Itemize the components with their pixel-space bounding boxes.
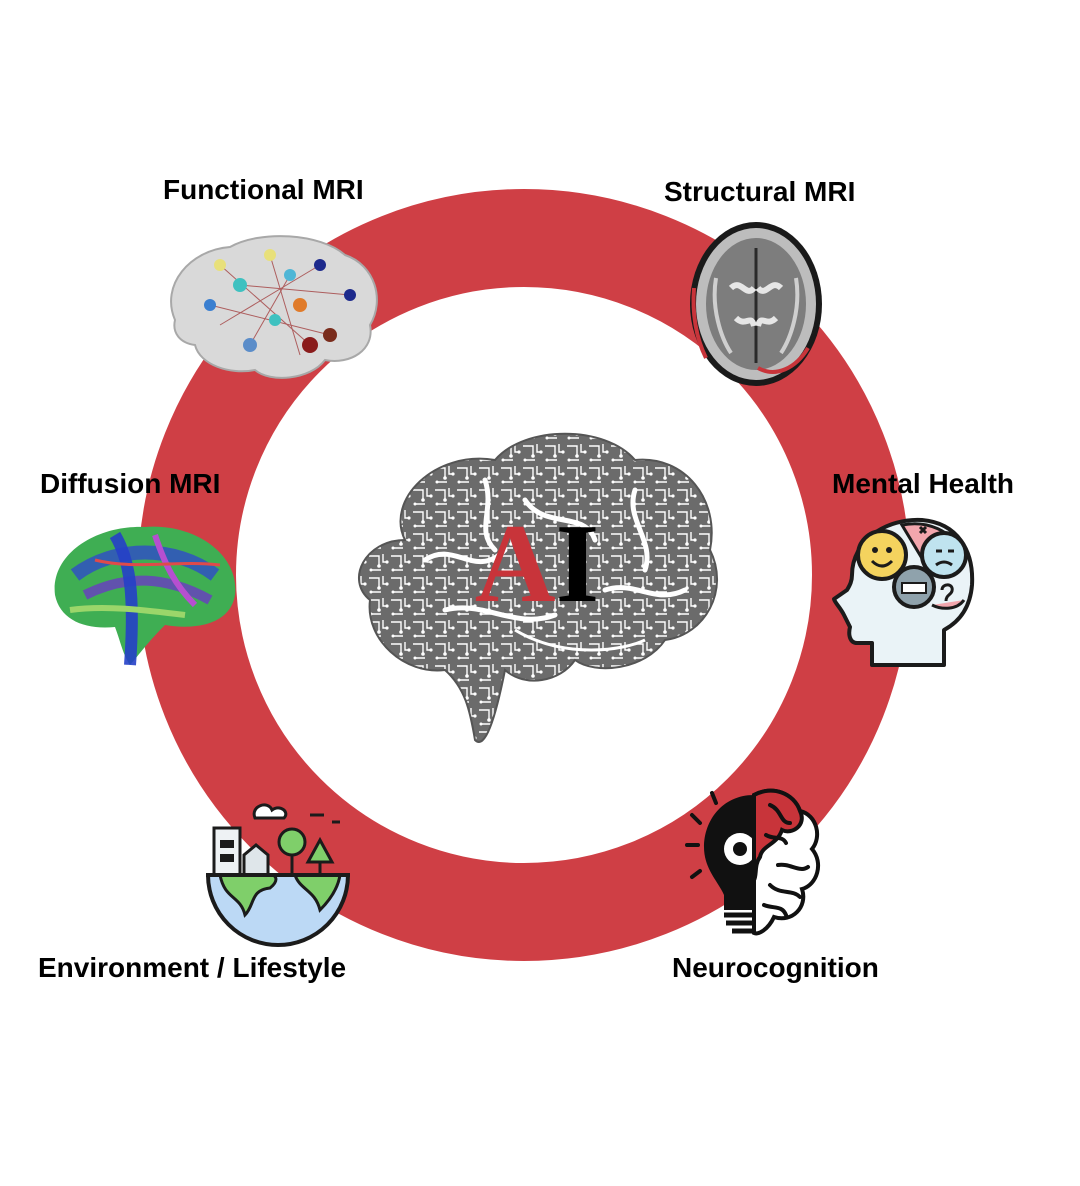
brain-axial-scan-icon [690,222,822,386]
functional-mri-label: Functional MRI [163,174,364,205]
ai-letter-i: I [555,502,600,626]
circuit-brain-icon [358,432,719,743]
environment-lifestyle-label: Environment / Lifestyle [38,952,347,983]
brain-network-icon [170,235,378,379]
structural-mri-label: Structural MRI [664,176,856,207]
eco-globe-icon [205,803,351,947]
diffusion-mri-label: Diffusion MRI [40,468,221,499]
tractography-icon [54,526,236,666]
mood-head-icon [832,517,975,667]
ai-letter-a: A [474,502,556,626]
brain-bulb-icon [685,788,821,936]
mental-health-label: Mental Health [832,468,1015,499]
ai-wordmark: AI [452,508,622,620]
neurocognition-label: Neurocognition [672,952,879,983]
